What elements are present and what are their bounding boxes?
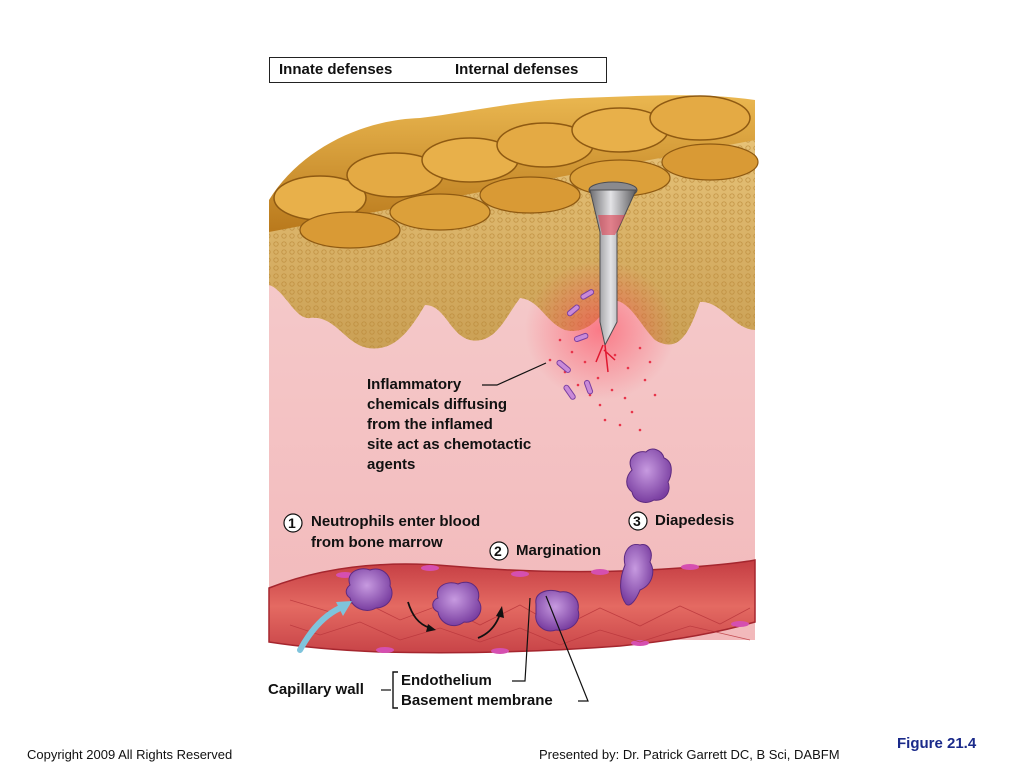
header-innate-defenses: Innate defenses [279,61,393,78]
header-box [269,57,607,83]
skin-surface-cells [269,95,759,249]
step-1-line-1: Neutrophils enter blood [311,513,481,530]
step-3-label: Diapedesis [655,512,735,529]
step-1-number: 1 [288,515,296,531]
header-internal-defenses: Internal defenses [455,61,579,78]
chemicals-line-2: chemicals diffusing [367,396,508,413]
endothelium-label: Endothelium [401,672,492,689]
step-3-number: 3 [633,513,641,529]
step-2-label: Margination [516,542,601,559]
copyright-text: Copyright 2009 All Rights Reserved [27,747,233,762]
neutrophil-1 [345,568,393,611]
endothelial-cells [336,564,749,654]
step-1-line-2: from bone marrow [311,534,443,551]
neutrophil-2 [432,581,482,627]
chemicals-label: Inflammatory chemicals diffusing from th… [367,375,531,475]
chemicals-line-3: from the inflamed [367,416,493,433]
basement-membrane-label: Basement membrane [401,692,553,709]
presenter-text: Presented by: Dr. Patrick Garrett DC, B … [539,747,840,762]
entry-arrow [297,605,343,653]
chemicals-line-4: site act as chemotactic [367,436,532,453]
chemicals-line-5: agents [367,456,416,473]
chemicals-line-1: Inflammatory [367,376,462,393]
step-2-number: 2 [494,543,502,559]
figure-label: Figure 21.4 [897,735,977,752]
capillary-wall-label: Capillary wall [268,681,364,698]
neutrophil-3 [535,590,580,632]
chemotactic-dots [548,338,657,432]
neutrophil-squeezing [620,543,654,606]
nail [588,181,638,373]
neutrophil-exited [626,448,672,503]
